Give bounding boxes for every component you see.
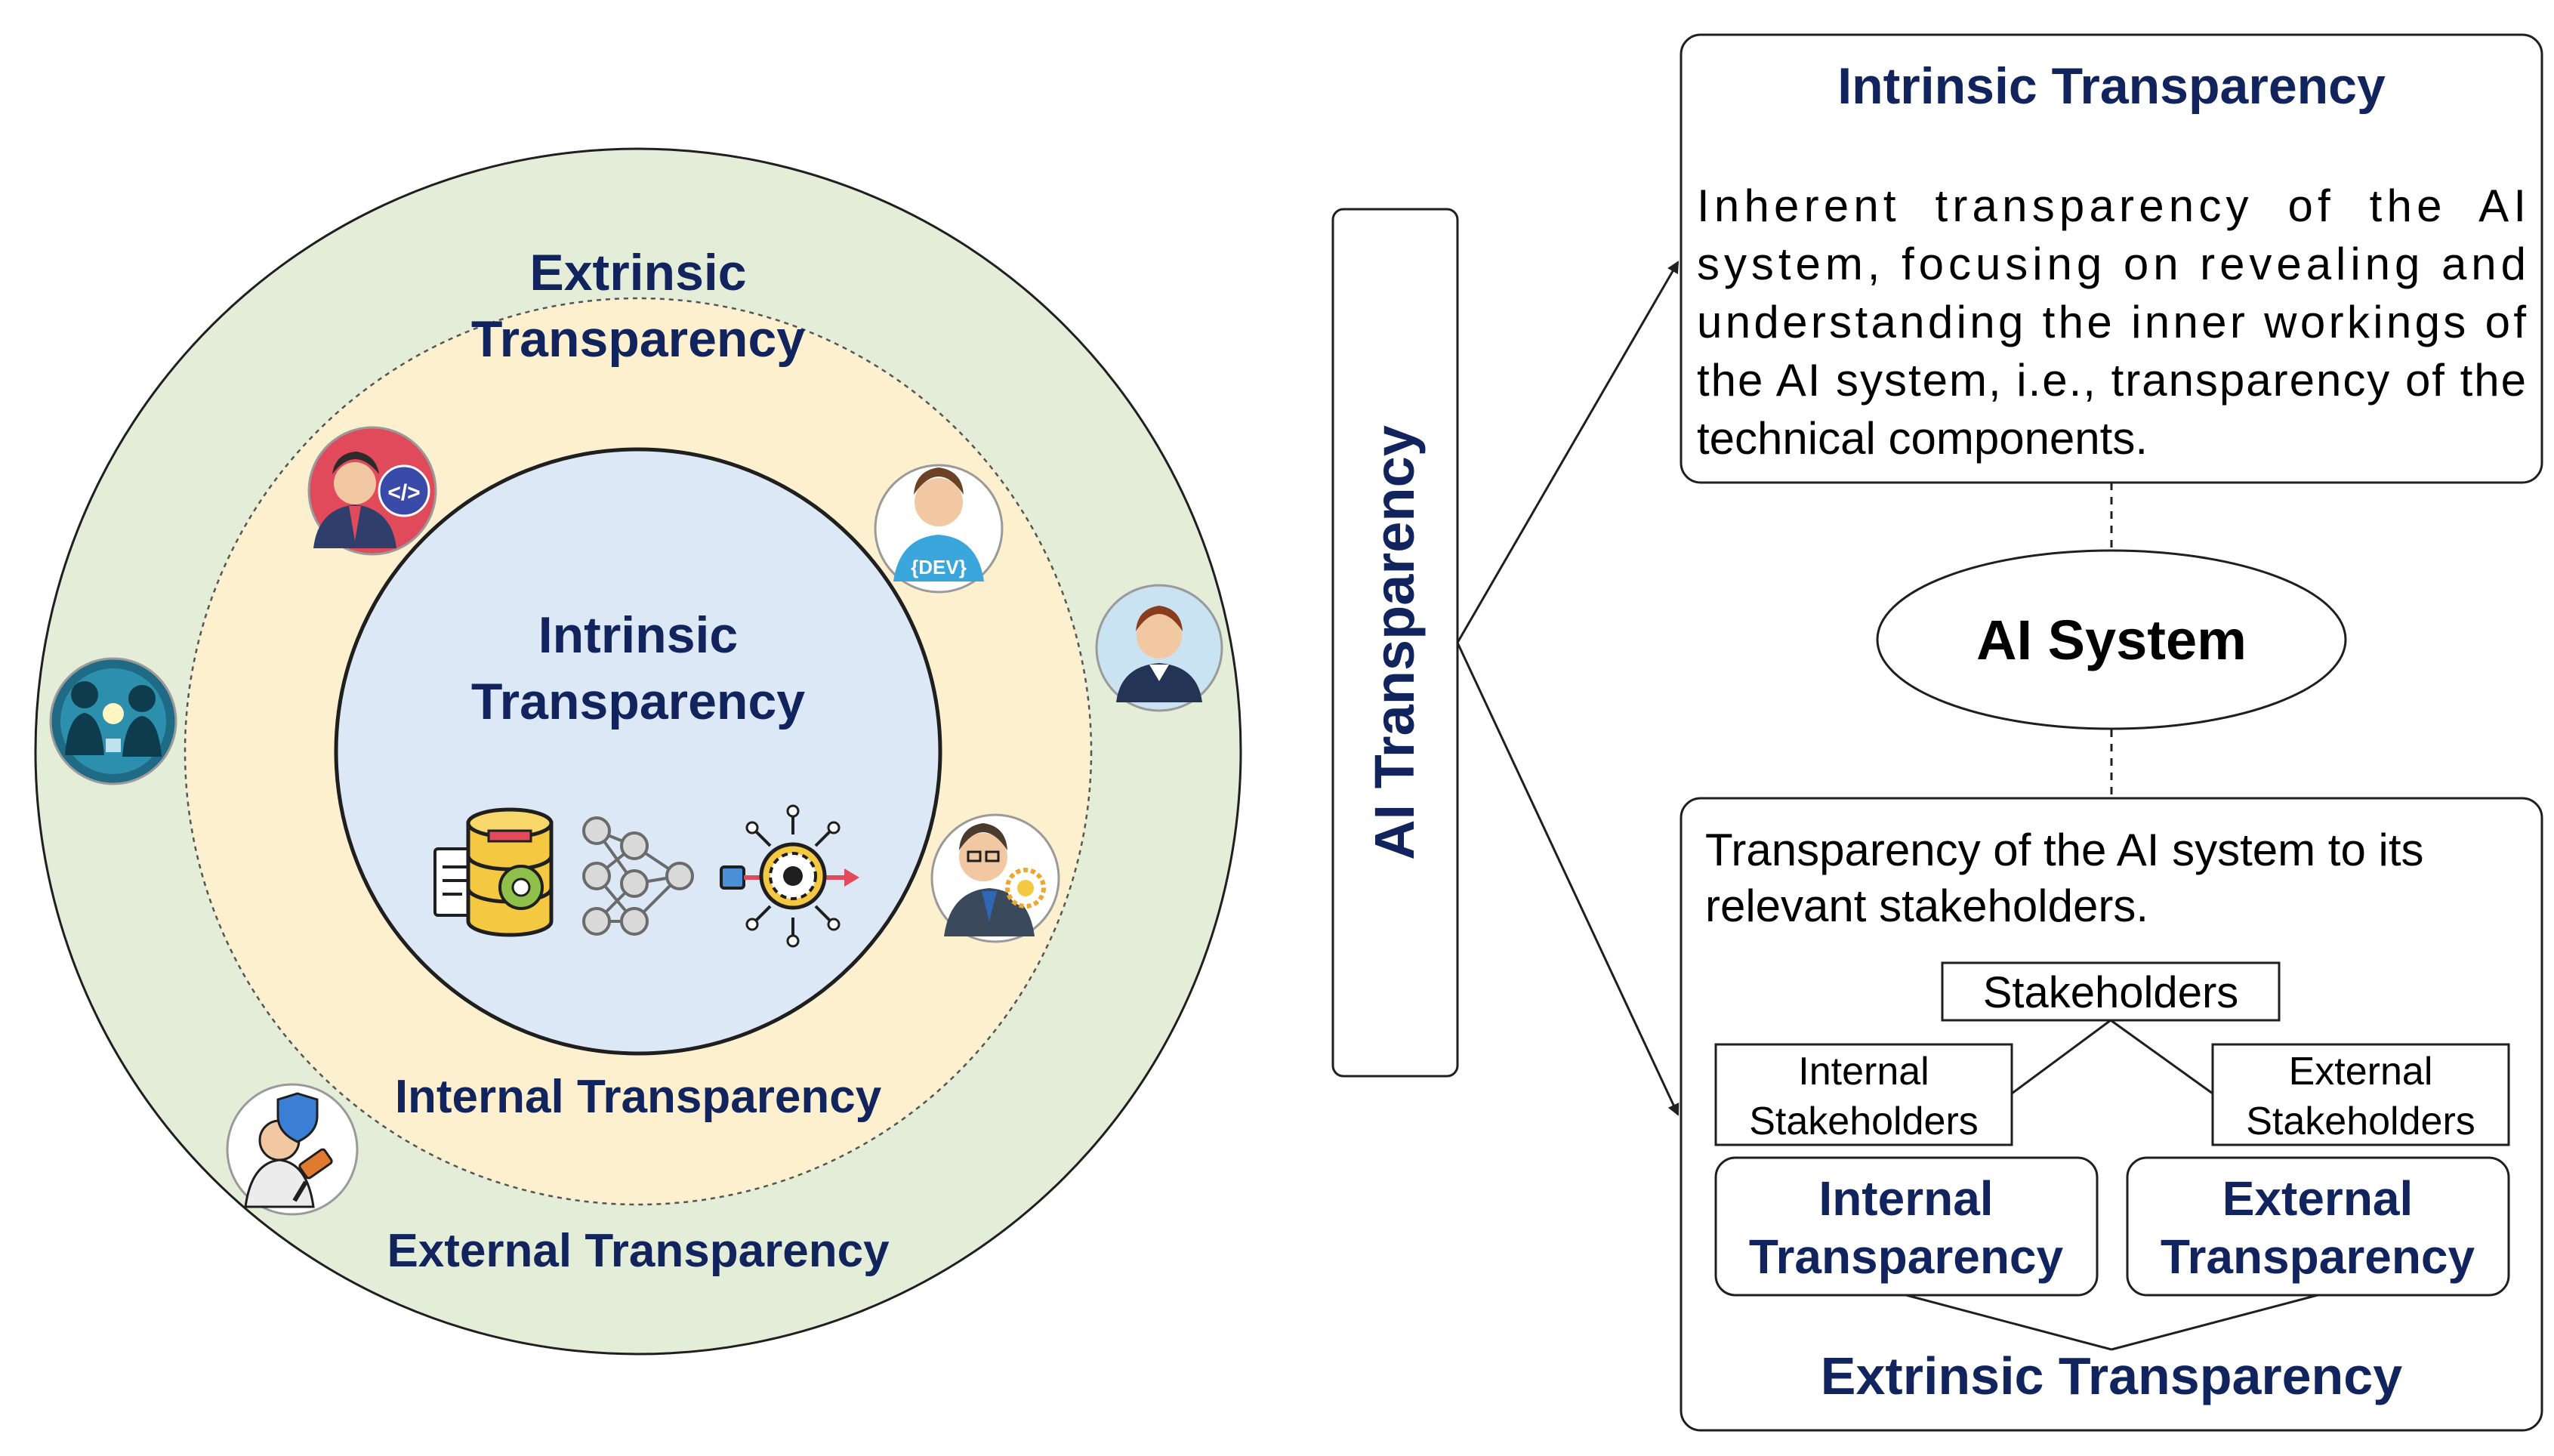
internal-stakeholders-line-1: Internal xyxy=(1798,1050,1929,1094)
tree-line-right xyxy=(2110,1019,2213,1095)
ai-system-node: AI System xyxy=(1876,549,2347,730)
dev-avatar-icon: {DEV} xyxy=(874,464,1004,594)
external-stakeholders-line-1: External xyxy=(2289,1050,2433,1094)
inner-circle-intrinsic xyxy=(334,447,942,1056)
ai-processing-gear-icon xyxy=(720,804,859,948)
public-society-avatar-icon xyxy=(49,657,177,785)
internal-stakeholders-node xyxy=(1714,1043,2013,1146)
intrinsic-desc-line-2: system, focusing on revealing and xyxy=(1697,239,2526,289)
manager-idea-avatar-icon xyxy=(930,813,1060,943)
arrow-to-extrinsic xyxy=(1456,642,1680,1116)
outer-ring-label-line1: Extrinsic xyxy=(529,244,746,301)
transparency-circle-diagram: Extrinsic Transparency Intrinsic Transpa… xyxy=(34,147,1242,1356)
outer-ring-label-line2: Transparency xyxy=(471,310,805,368)
stakeholders-label: Stakeholders xyxy=(1983,968,2239,1017)
intrinsic-desc-line-4: the AI system, i.e., transparency of the xyxy=(1697,355,2526,406)
internal-transparency-ring-label: Internal Transparency xyxy=(395,1071,882,1123)
external-stakeholders-node xyxy=(2211,1043,2510,1146)
external-transparency-line-1: External xyxy=(2222,1171,2414,1226)
ai-transparency-vertical-label: AI Transparency xyxy=(1363,425,1426,860)
intrinsic-desc-line-1: Inherent transparency of the AI xyxy=(1697,180,2526,231)
neural-network-icon xyxy=(582,816,694,936)
regulator-legal-avatar-icon xyxy=(226,1083,359,1216)
internal-transparency-line-1: Internal xyxy=(1818,1171,1993,1226)
external-stakeholders-line-2: Stakeholders xyxy=(2246,1100,2475,1143)
merge-line-right xyxy=(2111,1294,2318,1351)
intrinsic-desc-line-3: understanding the inner workings of xyxy=(1697,297,2526,347)
extrinsic-desc-line-2: relevant stakeholders. xyxy=(1705,881,2148,931)
intrinsic-desc-line-5: technical components. xyxy=(1697,413,2148,464)
internal-transparency-line-2: Transparency xyxy=(1749,1229,2064,1284)
extrinsic-transparency-footer: Extrinsic Transparency xyxy=(1821,1346,2402,1405)
external-transparency-line-2: Transparency xyxy=(2161,1229,2475,1284)
ai-transparency-vertical-box: AI Transparency xyxy=(1331,208,1459,1078)
intrinsic-transparency-box: Intrinsic Transparency Inherent transpar… xyxy=(1680,33,2543,484)
database-icon xyxy=(433,807,554,937)
tree-line-left xyxy=(2011,1019,2111,1095)
developer-code-avatar-icon: </> xyxy=(307,426,437,556)
external-transparency-ring-label: External Transparency xyxy=(387,1225,890,1277)
stakeholders-node xyxy=(1941,961,2281,1022)
arrow-to-intrinsic xyxy=(1456,261,1680,643)
internal-stakeholders-line-2: Stakeholders xyxy=(1749,1100,1979,1143)
intrinsic-box-title: Intrinsic Transparency xyxy=(1837,57,2386,115)
ai-system-label: AI System xyxy=(1976,609,2247,671)
extrinsic-desc-line-1: Transparency of the AI system to its xyxy=(1705,825,2424,875)
user-avatar-icon xyxy=(1095,584,1223,712)
dev-badge-text: {DEV} xyxy=(911,556,967,578)
code-badge-text: </> xyxy=(387,480,420,505)
extrinsic-transparency-box: Transparency of the AI system to its rel… xyxy=(1680,797,2543,1432)
external-transparency-node xyxy=(2126,1156,2510,1297)
inner-circle-label-line1: Intrinsic xyxy=(538,606,739,664)
inner-circle-label-line2: Transparency xyxy=(471,673,805,730)
merge-line-left xyxy=(1905,1294,2112,1351)
